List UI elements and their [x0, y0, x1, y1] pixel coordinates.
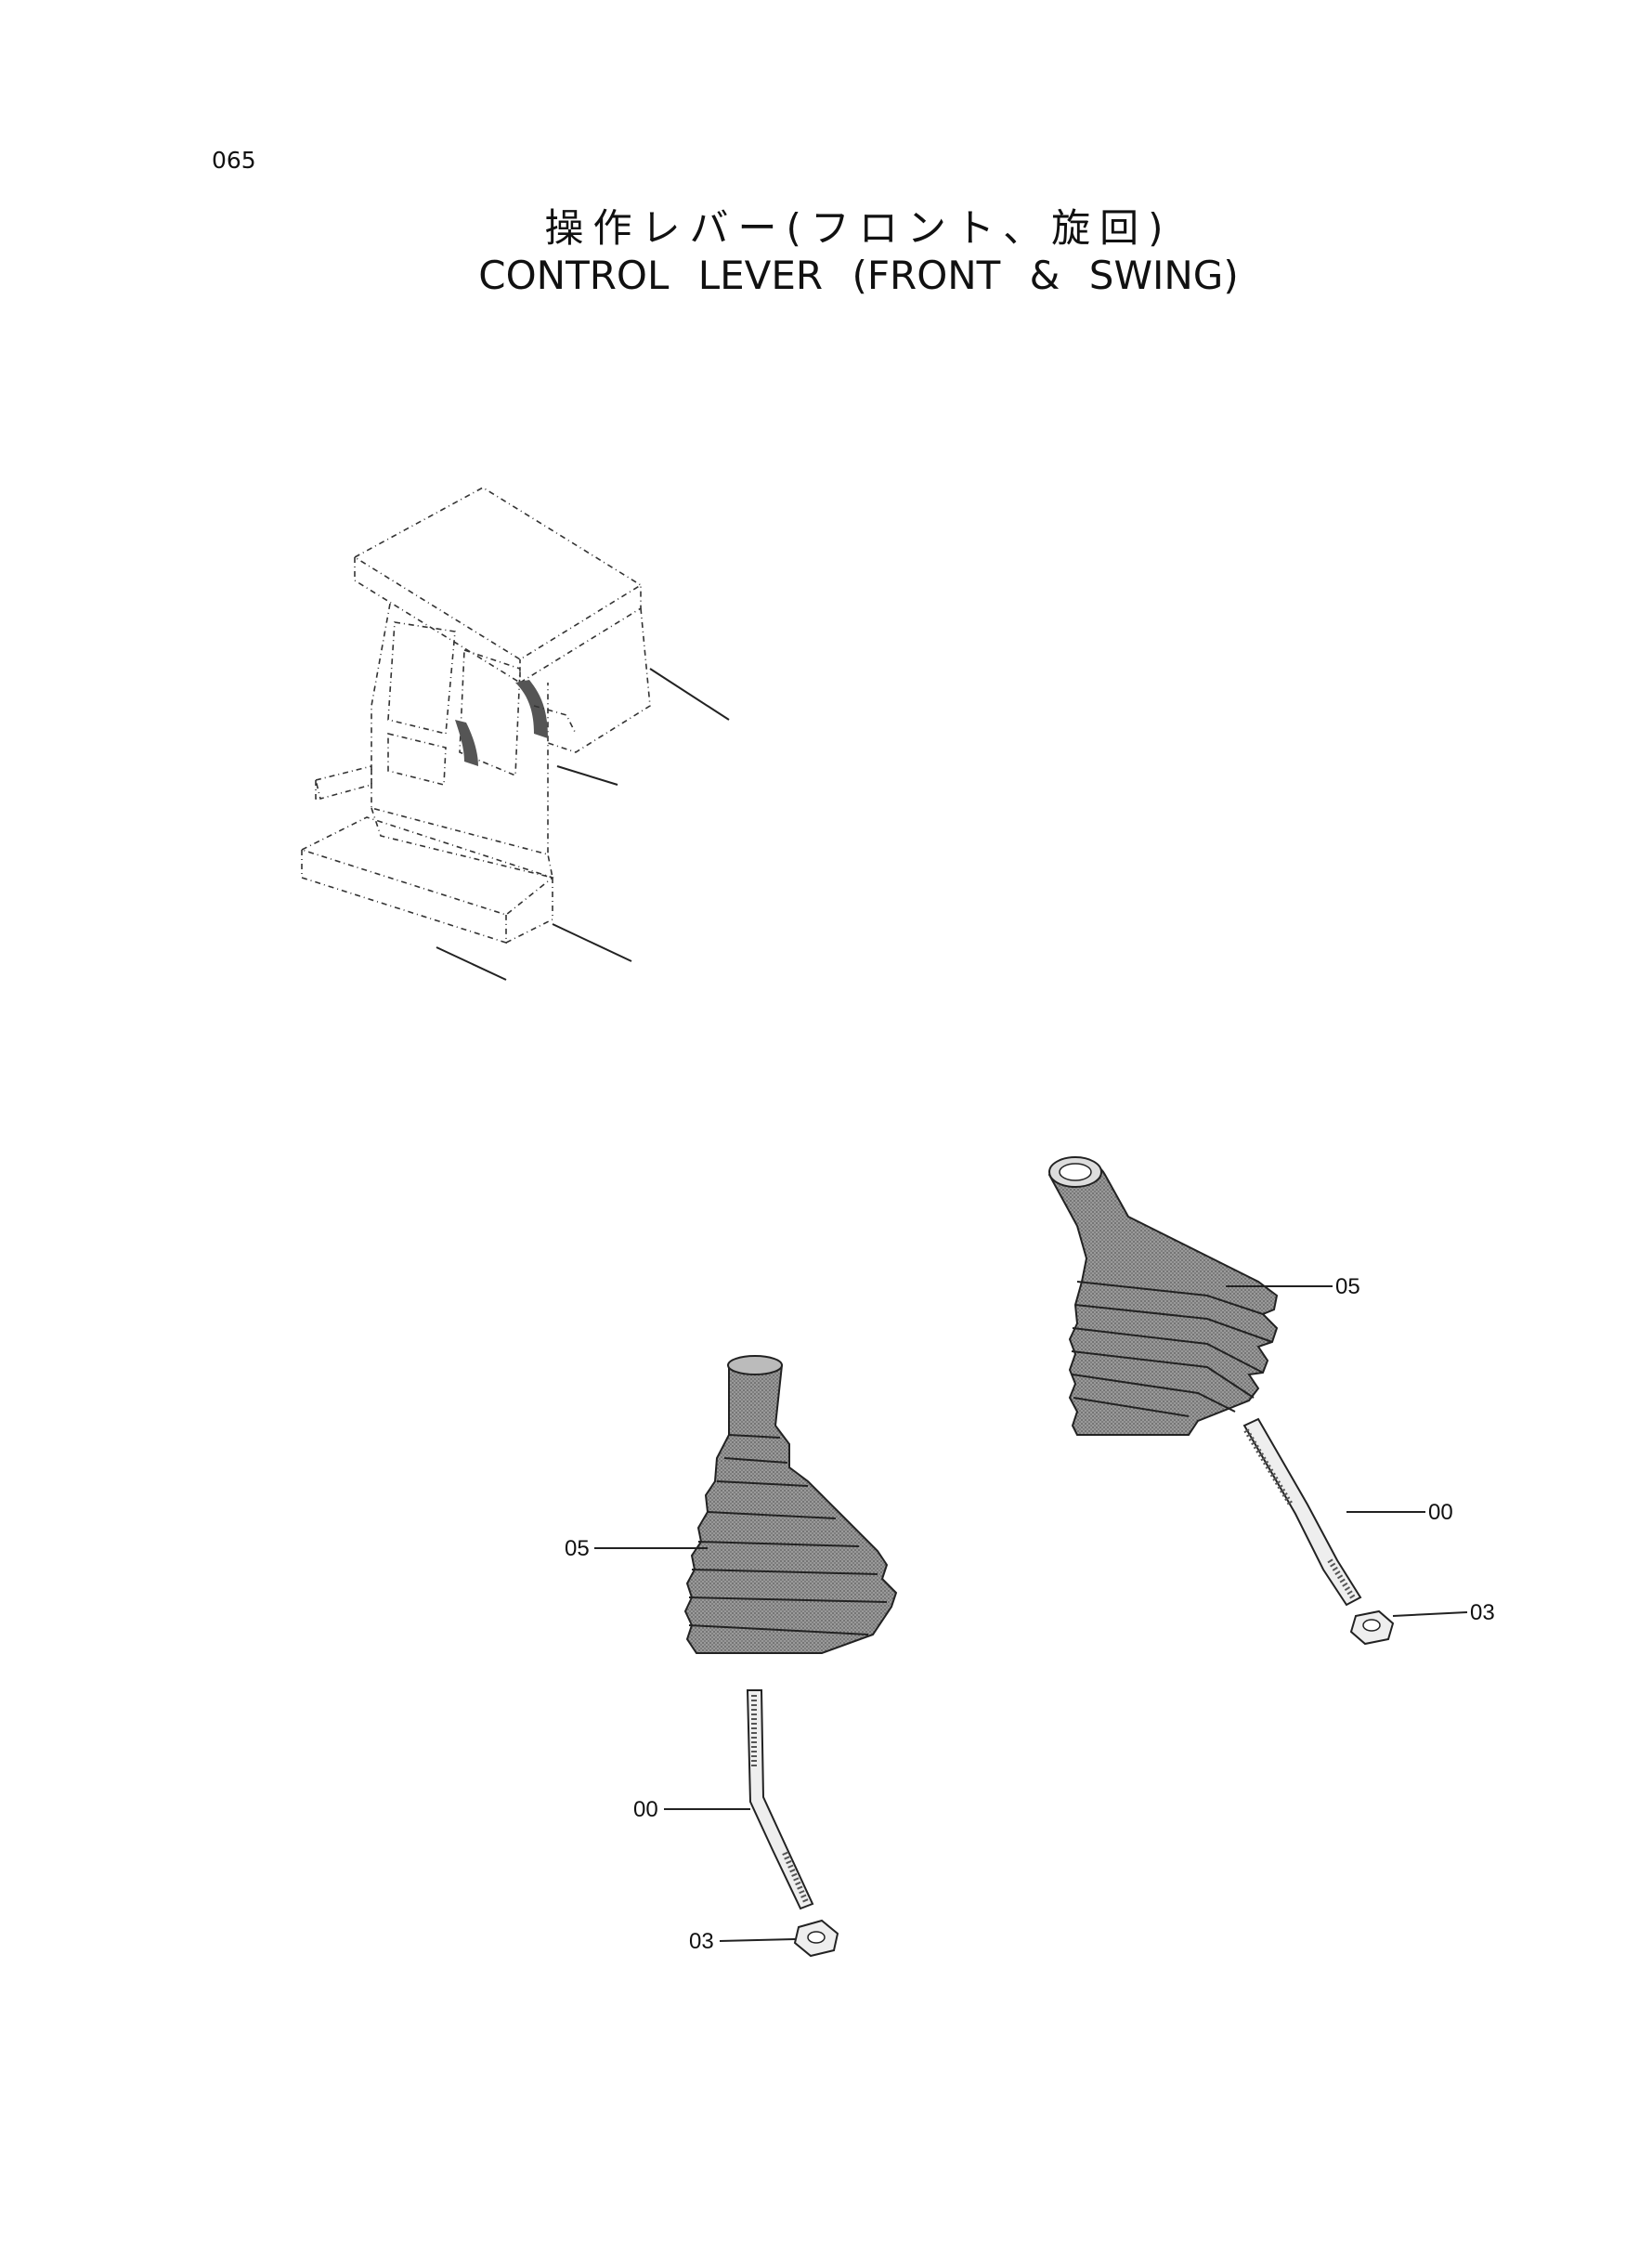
right-boot — [1047, 1156, 1279, 1436]
left-boot — [683, 1355, 898, 1654]
callout-left-nut: 03 — [689, 1929, 714, 1954]
callout-left-lever: 00 — [633, 1797, 658, 1822]
right-nut — [1349, 1609, 1395, 1646]
callout-right-lever: 00 — [1428, 1500, 1453, 1525]
callout-left-boot: 05 — [565, 1536, 590, 1561]
cab-overview — [299, 487, 730, 981]
title-english: CONTROL LEVER (FRONT & SWING) — [478, 253, 1239, 298]
left-nut — [793, 1919, 839, 1958]
left-lever-assembly: 05 00 03 — [565, 1355, 898, 1958]
title-japanese: 操作レバー(フロント、旋回) — [544, 205, 1173, 251]
left-lever — [746, 1689, 814, 1910]
page-number: 065 — [212, 147, 256, 174]
callout-right-boot: 05 — [1335, 1274, 1360, 1299]
callout-right-nut: 03 — [1470, 1600, 1495, 1625]
right-lever — [1242, 1417, 1362, 1607]
right-lever-assembly: 05 00 03 — [1047, 1156, 1495, 1646]
